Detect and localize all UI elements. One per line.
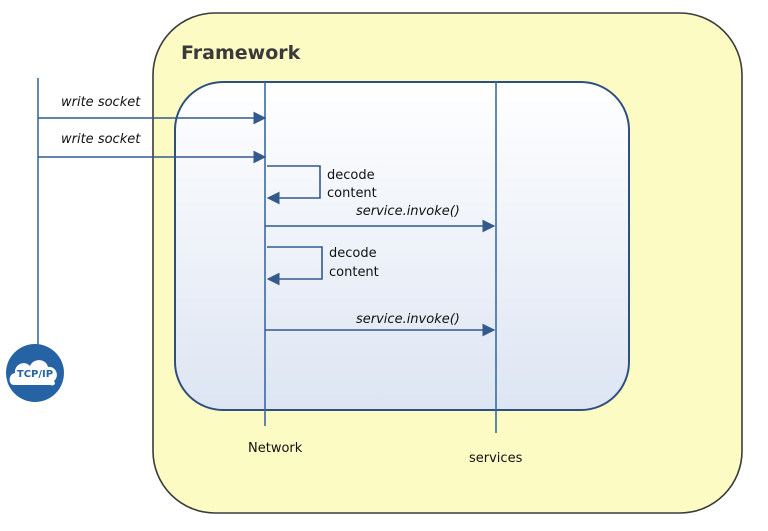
network-label: Network (248, 441, 303, 456)
content-label-1: content (327, 186, 377, 201)
service-invoke-label-2: service.invoke() (356, 312, 460, 327)
cloud-icon (9, 360, 57, 386)
tcpip-label: TCP/IP (17, 369, 53, 380)
decode-label-2: decode (329, 246, 377, 261)
service-invoke-label-1: service.invoke() (356, 204, 460, 219)
services-label: services (469, 451, 523, 466)
write-socket-label-2: write socket (61, 132, 141, 147)
decode-label-1: decode (327, 168, 375, 183)
decode-self-call-1 (266, 165, 321, 205)
content-label-2: content (329, 265, 379, 280)
framework-title: Framework (181, 42, 301, 64)
write-socket-label-1: write socket (61, 95, 141, 110)
decode-self-call-2 (266, 246, 323, 286)
inner-panel (174, 81, 630, 411)
tcpip-badge: TCP/IP (6, 344, 64, 402)
